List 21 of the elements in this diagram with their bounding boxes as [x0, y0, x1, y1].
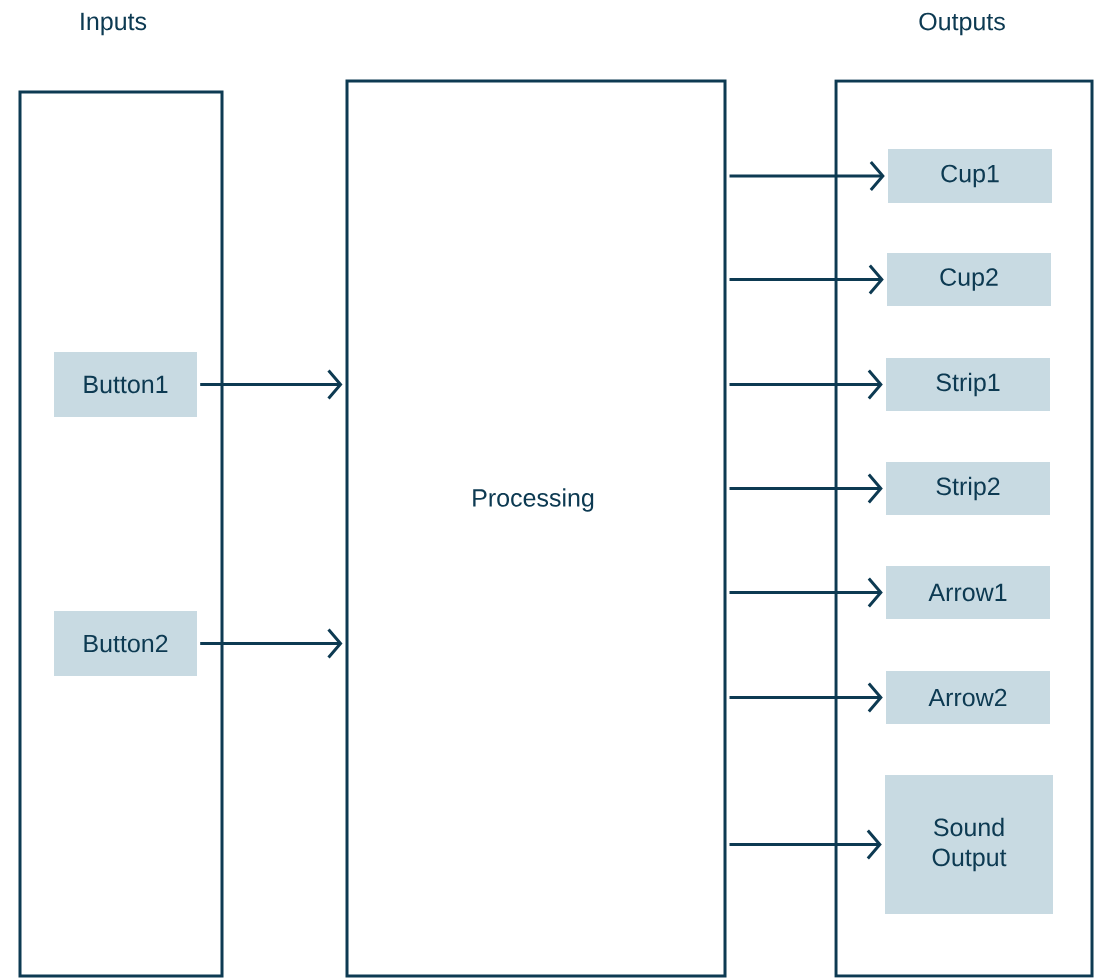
arrow: [200, 628, 343, 659]
arrow: [729, 264, 884, 295]
box-label: Processing: [473, 488, 594, 512]
signal-box: Arrow1: [886, 566, 1050, 619]
signal-box: Button1: [54, 352, 197, 417]
signal-box: Strip2: [886, 462, 1050, 515]
signal-box: Strip1: [886, 358, 1050, 411]
signal-box: Cup2: [887, 253, 1051, 306]
arrow: [729, 473, 883, 504]
signal-box: Button2: [54, 611, 197, 676]
arrow: [729, 577, 883, 608]
column-heading: Outputs: [919, 12, 1005, 36]
arrow: [200, 369, 343, 400]
arrow: [729, 682, 883, 713]
arrow: [729, 369, 883, 400]
arrow: [729, 829, 882, 860]
arrow: [729, 161, 885, 191]
signal-box: Arrow2: [886, 671, 1050, 724]
signal-box: Cup1: [888, 149, 1052, 203]
column-heading: Inputs: [81, 12, 147, 36]
signal-box: Sound Output: [885, 775, 1053, 914]
